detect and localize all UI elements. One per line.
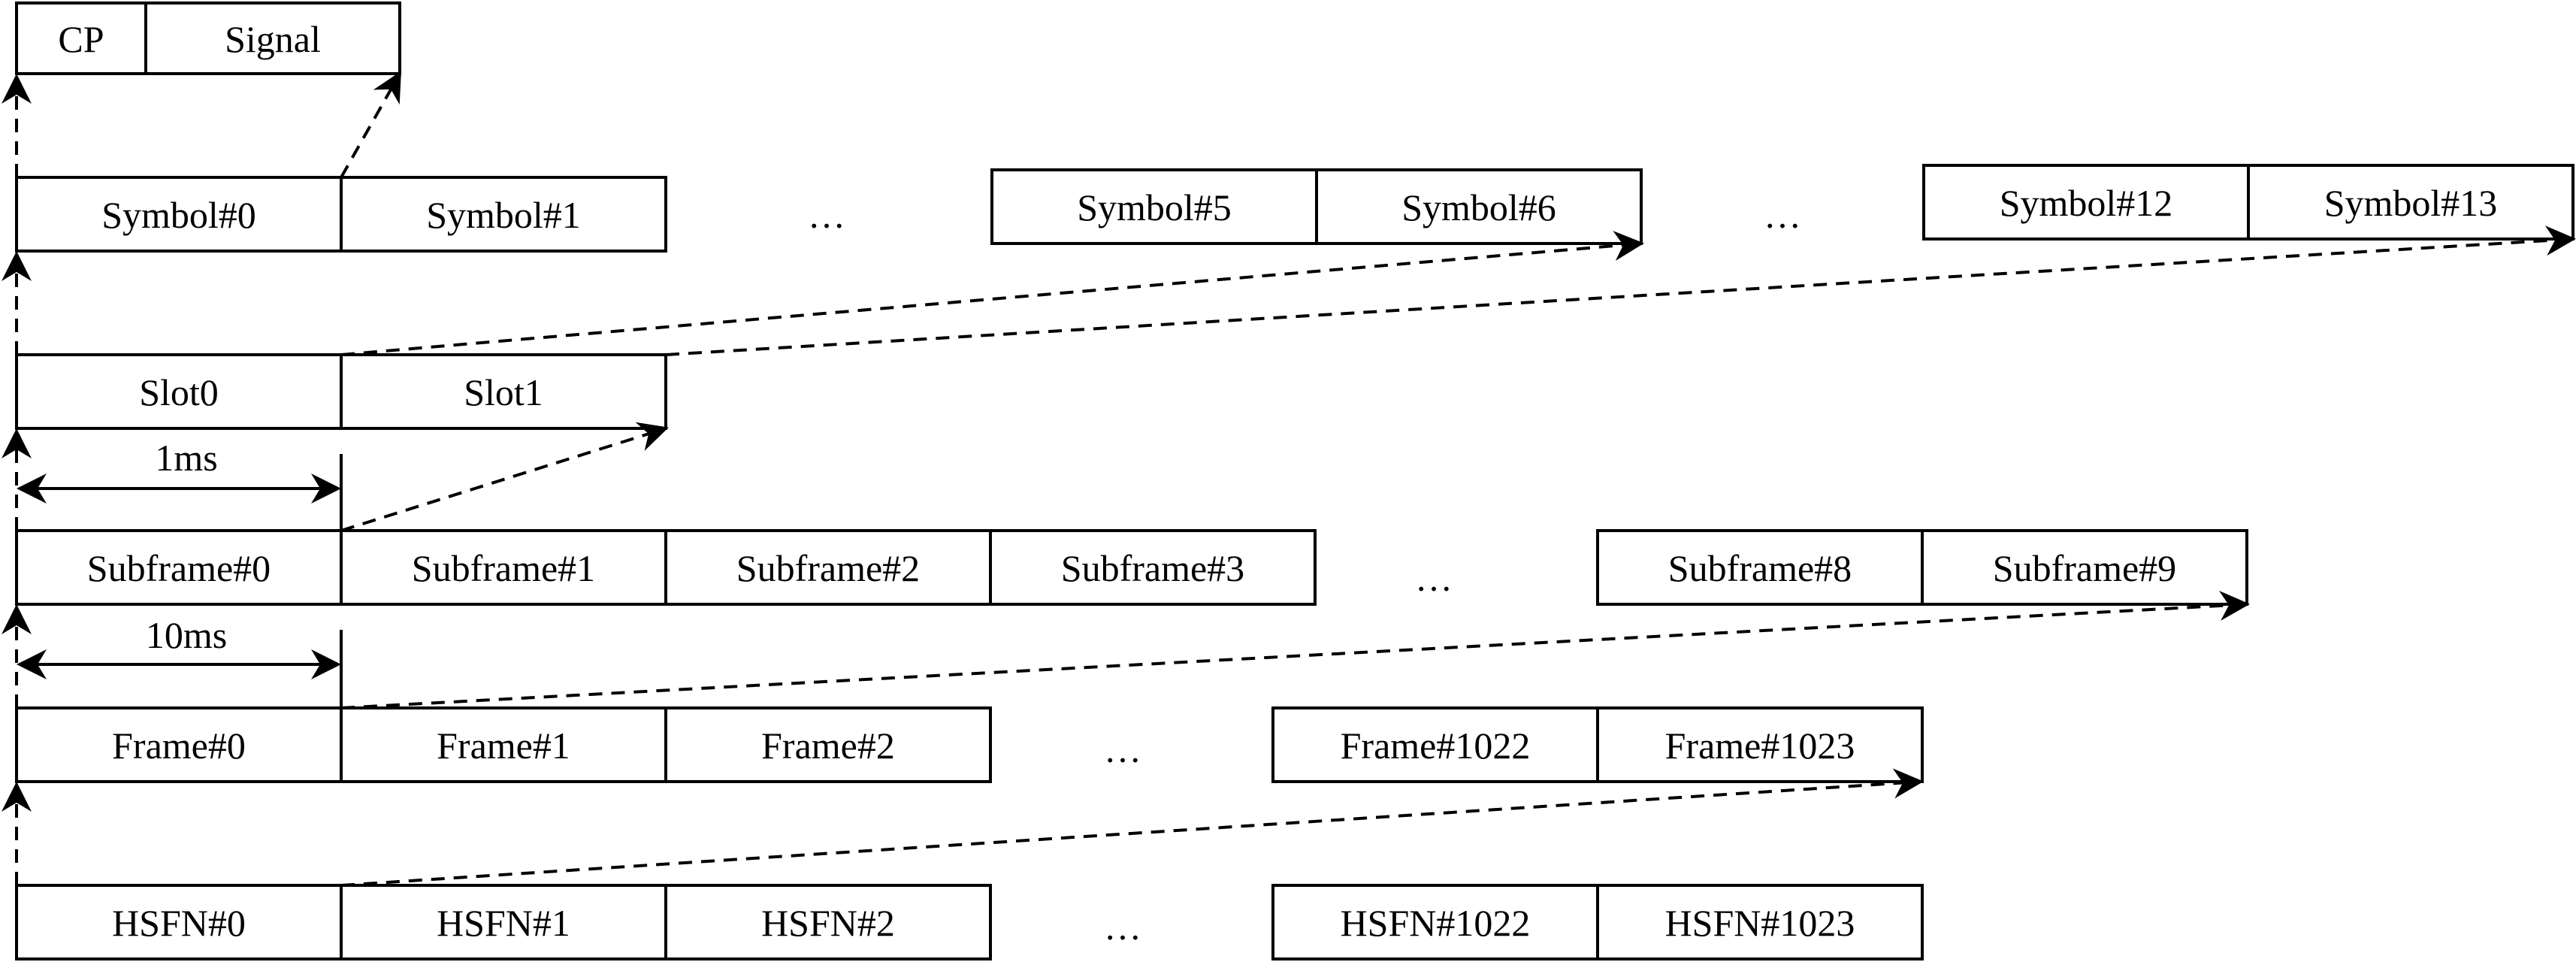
subframe-cell-subframe2 [664,529,992,606]
symbol-cell-symbol13 [2247,164,2574,240]
symbol-ellipsis-1: … [1764,194,1801,236]
cp-signal-cell-cp [15,2,147,75]
cp-signal-cell-cp-label: CP [58,18,104,60]
symbol-cell-symbol5 [990,168,1318,245]
symbol-cell-symbol12-label: Symbol#12 [2000,182,2173,224]
symbol-cell-symbol6-label: Symbol#6 [1401,186,1556,228]
frame-duration-label: 10ms [146,614,227,656]
symbol-cell-symbol0 [15,176,343,253]
subframe-ellipsis-0: … [1415,557,1453,599]
symbol-cell-symbol0-label: Symbol#0 [101,194,256,236]
hsfn-cell-hsfn1022 [1271,884,1599,960]
frame-cell-frame1023-label: Frame#1023 [1665,725,1855,767]
frame-cell-frame0-label: Frame#0 [112,725,246,767]
symbol-cell-symbol5-label: Symbol#5 [1077,186,1232,228]
hsfn-cell-hsfn1-label: HSFN#1 [437,902,570,944]
symbol-cell-symbol1-label: Symbol#1 [426,194,581,236]
symbol0-to-cp-signal-arrow [340,71,401,178]
frame-cell-frame1-label: Frame#1 [437,725,570,767]
subframe-to-slot-arrow [340,422,669,532]
subframe-cell-subframe1-label: Subframe#1 [412,547,595,589]
subframe-duration-label: 1ms [155,437,217,479]
hsfn-cell-hsfn0 [15,884,343,960]
slot-cell-slot1-label: Slot1 [464,371,543,413]
subframe-cell-subframe0-label: Subframe#0 [87,547,271,589]
slot-cell-slot0-label: Slot0 [139,371,219,413]
slot-cell-slot0 [15,353,343,430]
hsfn-cell-hsfn1023-label: HSFN#1023 [1665,902,1855,944]
hsfn-cell-hsfn1 [340,884,667,960]
symbol-cell-symbol13-label: Symbol#13 [2324,182,2498,224]
symbol-cell-symbol6 [1315,168,1643,245]
frame-to-subframe-arrow [340,590,2250,709]
frame-cell-frame2-label: Frame#2 [761,725,895,767]
subframe-cell-subframe3 [989,529,1317,606]
subframe-cell-subframe1 [340,529,667,606]
slot-cell-slot1 [340,353,667,430]
frame-cell-frame1023 [1596,706,1924,783]
hsfn-cell-hsfn1022-label: HSFN#1022 [1341,902,1531,944]
symbol-cell-symbol12 [1922,164,2250,240]
hsfn-cell-hsfn0-label: HSFN#0 [112,902,246,944]
connectors: 1ms 10ms [1,71,2576,887]
hsfn-ellipsis-0: … [1104,906,1141,948]
subframe-cell-subframe8-label: Subframe#8 [1668,547,1852,589]
frame-cell-frame1022-label: Frame#1022 [1341,725,1531,767]
frame-cell-frame0 [15,706,343,783]
frame-ellipsis-0: … [1104,728,1141,770]
cp-signal-cell-signal-label: Signal [225,18,321,60]
slot-to-symbol13-arrow [665,225,2576,356]
hsfn-to-frame-arrow [340,768,1924,887]
subframe-cell-subframe2-label: Subframe#2 [736,547,920,589]
hsfn-cell-hsfn2 [664,884,992,960]
hsfn-cell-hsfn2-label: HSFN#2 [761,902,895,944]
frame-cell-frame2 [664,706,992,783]
symbol-cell-symbol1 [340,176,667,253]
cp-signal-cell-signal [144,2,401,75]
frame-cell-frame1022 [1271,706,1599,783]
symbol-ellipsis-0: … [808,194,845,236]
slot-to-symbol6-arrow [340,231,1644,356]
subframe-cell-subframe9 [1921,529,2248,606]
subframe-cell-subframe9-label: Subframe#9 [1993,547,2176,589]
frame-cell-frame1 [340,706,667,783]
hsfn-cell-hsfn1023 [1596,884,1924,960]
subframe-cell-subframe3-label: Subframe#3 [1061,547,1244,589]
